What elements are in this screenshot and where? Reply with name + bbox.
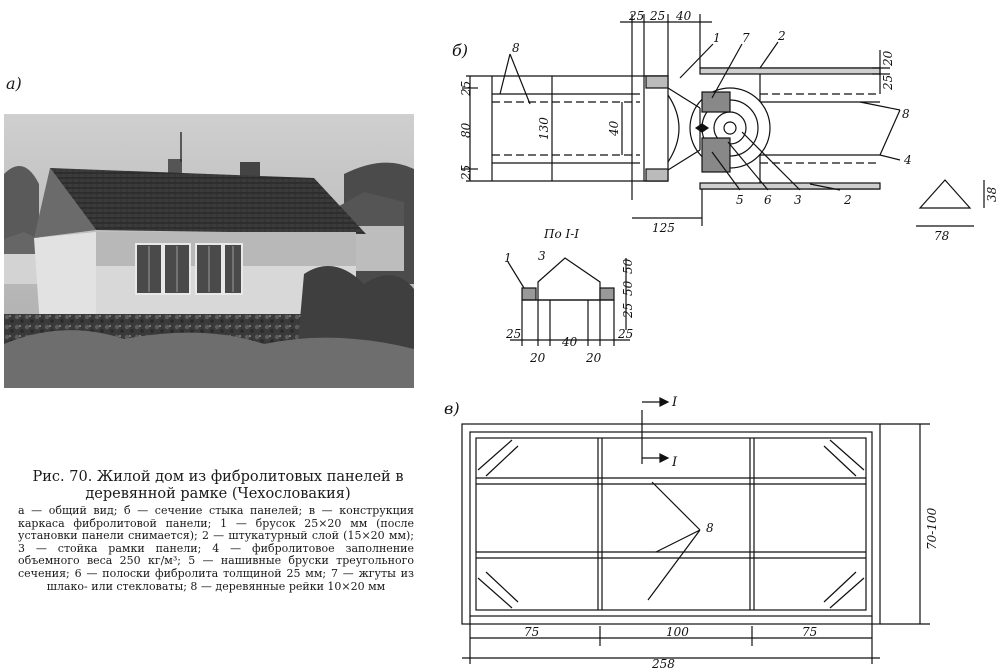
triangle-dim-78: 78 <box>934 229 950 243</box>
triangle-dim-38: 38 <box>985 186 999 202</box>
callout-5: 5 <box>736 193 744 207</box>
section-dim-40: 40 <box>561 335 578 349</box>
section-dim-20-left: 20 <box>529 351 546 365</box>
dim-inner-130: 130 <box>537 117 551 140</box>
section-dim-right-50b: 50 <box>621 280 635 296</box>
dim-left-25b: 25 <box>459 165 473 181</box>
callout-2-bottom: 2 <box>843 193 852 207</box>
section-dim-20-right: 20 <box>585 351 602 365</box>
section-dim-right-50a: 50 <box>621 258 635 274</box>
dim-top-25a: 25 <box>628 9 644 23</box>
dim-75-right: 75 <box>802 625 817 639</box>
caption-legend: а — общий вид; б — сечение стыка панелей… <box>18 504 414 593</box>
dim-right-20: 20 <box>881 50 895 67</box>
dim-inner-40: 40 <box>607 120 621 137</box>
house-photo <box>4 114 414 388</box>
dim-top-40: 40 <box>675 9 692 23</box>
section-dim-25-left: 25 <box>505 327 521 341</box>
section-callout-1: 1 <box>504 251 512 265</box>
callout-8-frame: 8 <box>706 521 714 535</box>
section-dim-25-right: 25 <box>617 327 633 341</box>
section-mark-bottom: I <box>671 455 678 470</box>
callout-8-left: 8 <box>512 41 520 55</box>
section-dim-right-25: 25 <box>621 303 635 319</box>
section-callout-3: 3 <box>538 249 546 263</box>
callout-2-top: 2 <box>777 29 786 43</box>
callout-7: 7 <box>742 31 750 45</box>
callout-8-right: 8 <box>902 107 910 121</box>
dim-100: 100 <box>666 625 689 639</box>
panel-label-v: в) <box>444 399 460 418</box>
dim-left-80: 80 <box>459 122 473 138</box>
dim-left-25a: 25 <box>459 81 473 97</box>
dim-height: 70-100 <box>925 507 939 550</box>
callout-3: 3 <box>794 193 802 207</box>
dim-75-left: 75 <box>524 625 539 639</box>
callout-1: 1 <box>713 31 721 45</box>
panel-label-a: а) <box>6 74 22 93</box>
dim-bottom-125: 125 <box>652 221 675 235</box>
caption-title: Рис. 70. Жилой дом из фибролитовых панел… <box>32 469 404 502</box>
panel-label-b: б) <box>452 41 468 60</box>
dim-top-25b: 25 <box>649 9 665 23</box>
dim-right-25: 25 <box>881 75 895 91</box>
callout-4: 4 <box>903 153 912 167</box>
section-title: По I-I <box>543 227 579 241</box>
callout-6: 6 <box>764 193 772 207</box>
section-mark-top: I <box>671 395 678 410</box>
dim-258: 258 <box>651 657 675 668</box>
